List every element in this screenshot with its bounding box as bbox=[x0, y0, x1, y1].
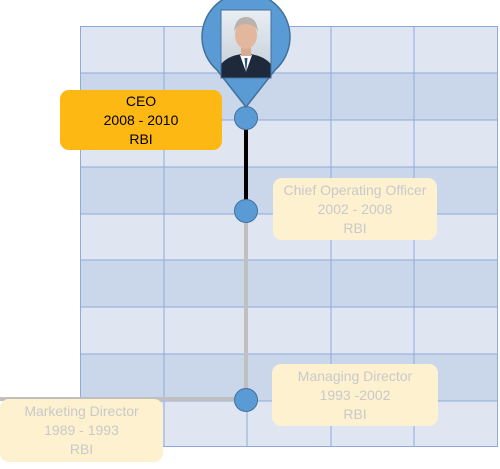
role-company: RBI bbox=[343, 405, 367, 422]
role-years: 1989 - 1993 bbox=[44, 422, 119, 438]
role-title: CEO bbox=[125, 92, 157, 109]
role-card-managing-director[interactable]: Managing Director 1993 -2002 RBI bbox=[272, 364, 438, 426]
timeline-node-coo[interactable] bbox=[234, 199, 258, 223]
role-company: RBI bbox=[343, 219, 367, 236]
role-card-ceo[interactable]: CEO 2008 - 2010 RBI bbox=[60, 90, 222, 150]
person-photo-icon bbox=[221, 10, 271, 78]
role-title: Marketing Director bbox=[24, 403, 139, 419]
role-years: 2008 - 2010 bbox=[103, 111, 179, 128]
role-years: 1993 -2002 bbox=[319, 386, 391, 403]
timeline-node-managing-director[interactable] bbox=[234, 388, 258, 412]
profile-pin[interactable] bbox=[200, 0, 292, 108]
role-title: Chief Operating Officer bbox=[283, 181, 427, 198]
role-years: 2002 - 2008 bbox=[317, 200, 393, 217]
timeline-node-ceo[interactable] bbox=[234, 106, 258, 130]
role-company: RBI bbox=[69, 441, 94, 457]
role-title: Managing Director bbox=[297, 367, 413, 384]
role-card-coo[interactable]: Chief Operating Officer 2002 - 2008 RBI bbox=[273, 178, 437, 240]
role-card-marketing-director[interactable]: Marketing Director 1989 - 1993 RBI bbox=[0, 399, 163, 462]
role-company: RBI bbox=[129, 130, 153, 147]
